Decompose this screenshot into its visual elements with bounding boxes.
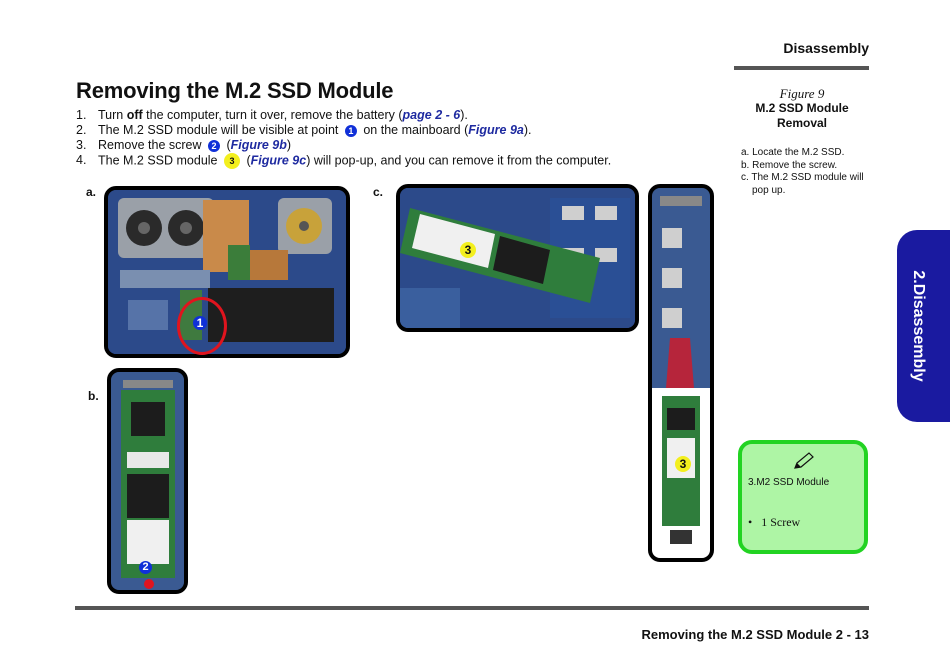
note-title: 3.M2 SSD Module (748, 477, 830, 488)
steps-list: 1. Turn off the computer, turn it over, r… (76, 108, 636, 169)
photo-ssd-popup (396, 184, 639, 332)
step-text: on the mainboard ( (359, 123, 469, 137)
figure-link[interactable]: Figure 9b (230, 138, 287, 152)
figure-label-b: b. (88, 389, 99, 403)
marker-3-removal: 3 (675, 456, 691, 472)
figure-link[interactable]: Figure 9c (250, 153, 307, 168)
step-number: 1. (76, 108, 87, 122)
section-header: Disassembly (783, 40, 869, 56)
step-text: ( (242, 153, 251, 168)
marker-1: 1 (193, 316, 207, 330)
step-number: 4. (76, 153, 87, 168)
step-text: Remove the screw (98, 138, 205, 152)
note-item-text: 1 Screw (761, 515, 801, 529)
step-text: ) (286, 138, 292, 152)
step-4: 4. The M.2 SSD module 3 (Figure 9c) will … (76, 153, 636, 169)
marker-2: 2 (139, 561, 152, 574)
step-3: 3. Remove the screw 2 (Figure 9b) (76, 138, 636, 153)
step-text: ( (222, 138, 231, 152)
figure-title: M.2 SSD Module Removal (736, 101, 868, 131)
photo-mainboard (104, 186, 350, 358)
step-text: The M.2 SSD module will be visible at po… (98, 123, 342, 137)
step-number: 3. (76, 138, 87, 152)
svg-text:2.Disassembly: 2.Disassembly (910, 270, 927, 381)
figure-label-c: c. (373, 185, 384, 199)
pencil-icon (794, 452, 814, 469)
ssd-removal-illustration (652, 188, 710, 558)
photo-ssd-screw (107, 368, 188, 594)
figure-title-line1: M.2 SSD Module (755, 101, 849, 115)
highlight-circle (177, 297, 227, 355)
note-item: • 1 Screw (748, 515, 800, 530)
ssd-screw-illustration (111, 372, 184, 590)
header-rule (734, 66, 869, 70)
caption-item: b. Remove the screw. (741, 159, 838, 171)
figure-title-line2: Removal (776, 116, 828, 130)
note-bullet: • (748, 515, 753, 529)
ssd-popup-illustration (400, 188, 635, 328)
mainboard-illustration (108, 190, 346, 354)
step-text: ). (523, 123, 532, 137)
step-text: The M.2 SSD module (98, 153, 221, 168)
figure-caption-list: a. Locate the M.2 SSD. b. Remove the scr… (741, 147, 865, 197)
step-1: 1. Turn off the computer, turn it over, r… (76, 108, 636, 123)
figure-label-a: a. (86, 185, 97, 199)
page-title: Removing the M.2 SSD Module (76, 78, 394, 103)
note-box (738, 440, 868, 554)
step-2: 2. The M.2 SSD module will be visible at … (76, 123, 636, 138)
step-text: Turn (98, 108, 127, 122)
point-marker-2: 2 (207, 139, 220, 152)
caption-item: c. The M.2 SSD module will pop up. (741, 172, 864, 196)
figure-link[interactable]: Figure 9a (468, 123, 524, 137)
caption-item: a. Locate the M.2 SSD. (741, 147, 845, 158)
point-marker-1: 1 (344, 124, 357, 137)
marker-3: 3 (460, 242, 476, 258)
figure-number: Figure 9 (779, 86, 825, 101)
chapter-tab-label: 2.Disassembly (910, 270, 927, 381)
photo-ssd-removal (648, 184, 714, 562)
step-text: ) will pop-up, and you can remove it fro… (306, 153, 612, 168)
step-bold: off (126, 108, 143, 122)
page-footer: Removing the M.2 SSD Module 2 - 13 (641, 627, 869, 642)
page-link[interactable]: page 2 - 6 (402, 108, 461, 122)
step-number: 2. (76, 123, 87, 137)
footer-rule (75, 606, 869, 610)
step-text: ). (460, 108, 468, 122)
chapter-tab[interactable] (897, 230, 950, 422)
step-text: the computer, turn it over, remove the b… (142, 108, 403, 122)
point-marker-3: 3 (223, 153, 240, 169)
